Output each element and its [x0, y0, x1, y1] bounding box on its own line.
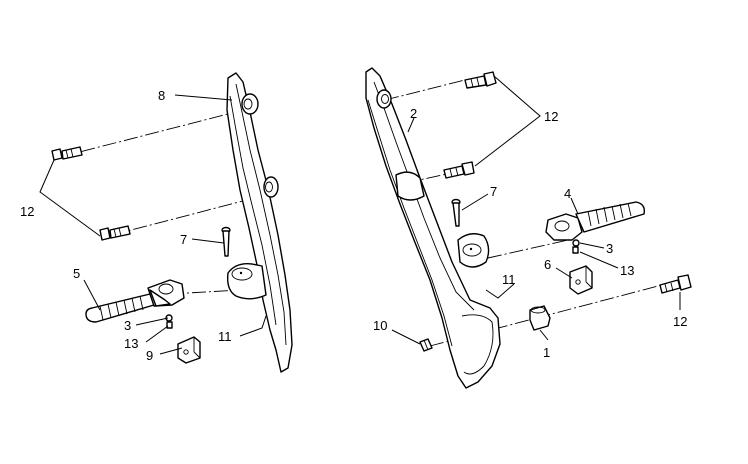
left-leader-7	[191, 238, 225, 244]
left-upper-bolt-axis	[59, 112, 233, 158]
left-pin	[221, 226, 231, 257]
left-leader-3	[135, 317, 169, 326]
right-ball	[572, 239, 580, 247]
right-leader-10	[391, 329, 421, 345]
right-leader-12a	[474, 75, 541, 167]
right-callout-1: 1	[543, 345, 550, 360]
left-bolt-upper	[51, 146, 83, 161]
left-leader-8	[174, 94, 233, 101]
left-footrest-assembly: 8 12 7 5 3 13 9 11	[20, 72, 293, 373]
right-leader-11	[485, 283, 515, 299]
left-callout-3: 3	[124, 318, 131, 333]
right-spring	[572, 246, 579, 254]
right-upper-bolt-axis	[384, 79, 466, 101]
left-callout-9: 9	[146, 348, 153, 363]
left-spring	[166, 321, 173, 329]
right-footpeg	[545, 201, 646, 241]
right-callout-3: 3	[606, 241, 613, 256]
right-plate	[569, 265, 593, 295]
left-leader-13	[145, 325, 169, 343]
right-leader-6	[555, 267, 573, 279]
right-leader-7	[461, 193, 489, 211]
left-callout-11: 11	[218, 329, 232, 344]
left-leader-5	[83, 279, 101, 311]
right-leader-2	[407, 117, 415, 133]
right-leader-3	[579, 242, 605, 249]
right-callout-13: 13	[620, 263, 634, 278]
left-callout-12: 12	[20, 204, 34, 219]
right-nut	[419, 338, 433, 352]
right-callout-2: 2	[410, 106, 417, 121]
left-leader-11	[239, 315, 267, 337]
right-leader-1	[539, 329, 549, 341]
right-callout-10: 10	[373, 318, 387, 333]
left-callout-8: 8	[158, 88, 165, 103]
right-pin	[451, 198, 461, 227]
right-callout-12a: 12	[544, 109, 558, 124]
right-bolt-lower	[443, 161, 475, 179]
right-callout-6: 6	[544, 257, 551, 272]
left-callout-13: 13	[124, 336, 138, 351]
left-plate	[177, 336, 201, 364]
right-leader-13	[579, 251, 619, 269]
right-peg-axis	[487, 239, 569, 259]
left-leader-9	[159, 347, 183, 355]
right-long-bolt	[659, 274, 692, 294]
left-callout-7: 7	[180, 232, 187, 247]
right-callout-11: 11	[502, 272, 516, 287]
right-callout-12b: 12	[673, 314, 687, 329]
right-callout-4: 4	[564, 186, 571, 201]
left-bolt-lower	[99, 225, 131, 241]
right-footrest-assembly: 2 12 7 4 3 6 13 11 10 1 12	[365, 67, 692, 389]
right-leader-4	[570, 197, 579, 215]
left-footpeg	[85, 279, 185, 323]
left-bracket	[226, 72, 293, 373]
right-bracket	[365, 67, 501, 389]
left-leader-12	[39, 159, 101, 237]
left-lower-bolt-axis	[111, 194, 267, 236]
right-bolt-upper	[464, 71, 497, 89]
right-callout-7: 7	[490, 184, 497, 199]
right-spacer	[529, 305, 551, 331]
left-callout-5: 5	[73, 266, 80, 281]
